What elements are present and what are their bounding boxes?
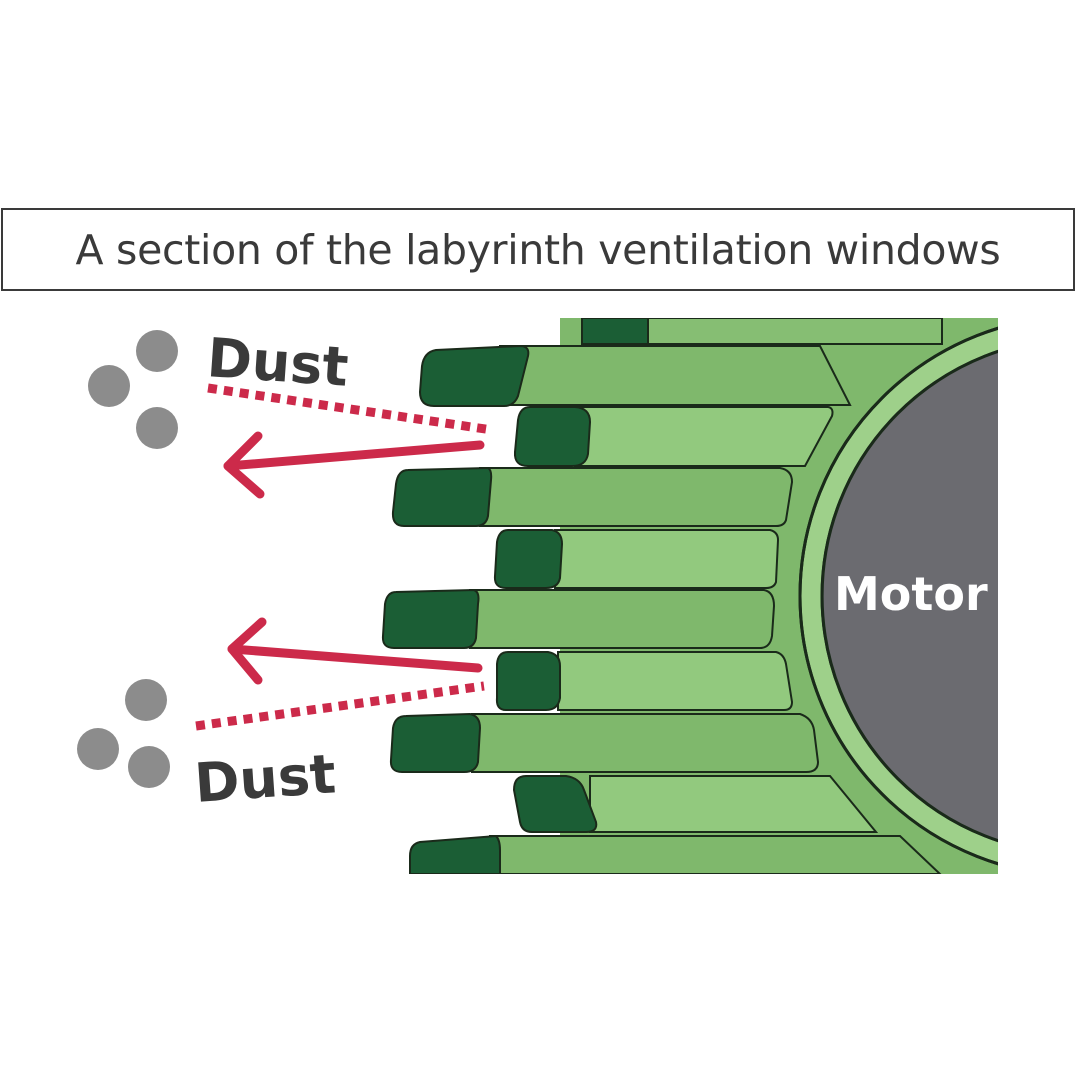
fin-7 xyxy=(389,712,820,773)
fin-4 xyxy=(493,529,780,589)
motor-housing xyxy=(381,318,998,874)
dust-label-top: Dust xyxy=(205,326,350,399)
fin-9-partial xyxy=(409,834,942,874)
fin-3 xyxy=(391,466,794,527)
dust-label-bottom: Dust xyxy=(193,742,338,815)
diagram-title: A section of the labyrinth ventilation w… xyxy=(75,225,1001,274)
fin-1 xyxy=(418,344,852,407)
airflow-arrow-top xyxy=(223,431,485,499)
dust-particles-top xyxy=(88,330,178,449)
title-box: A section of the labyrinth ventilation w… xyxy=(1,208,1075,291)
motor-label: Motor xyxy=(834,567,988,621)
airflow-arrow-bottom xyxy=(227,617,483,685)
fin-8 xyxy=(512,775,879,833)
dust-particles-bottom xyxy=(77,679,170,788)
fin-6 xyxy=(495,651,794,711)
fin-2 xyxy=(513,406,834,467)
fin-top-partial xyxy=(581,318,943,345)
dust-path-bottom xyxy=(195,681,485,731)
fin-5 xyxy=(381,588,776,649)
